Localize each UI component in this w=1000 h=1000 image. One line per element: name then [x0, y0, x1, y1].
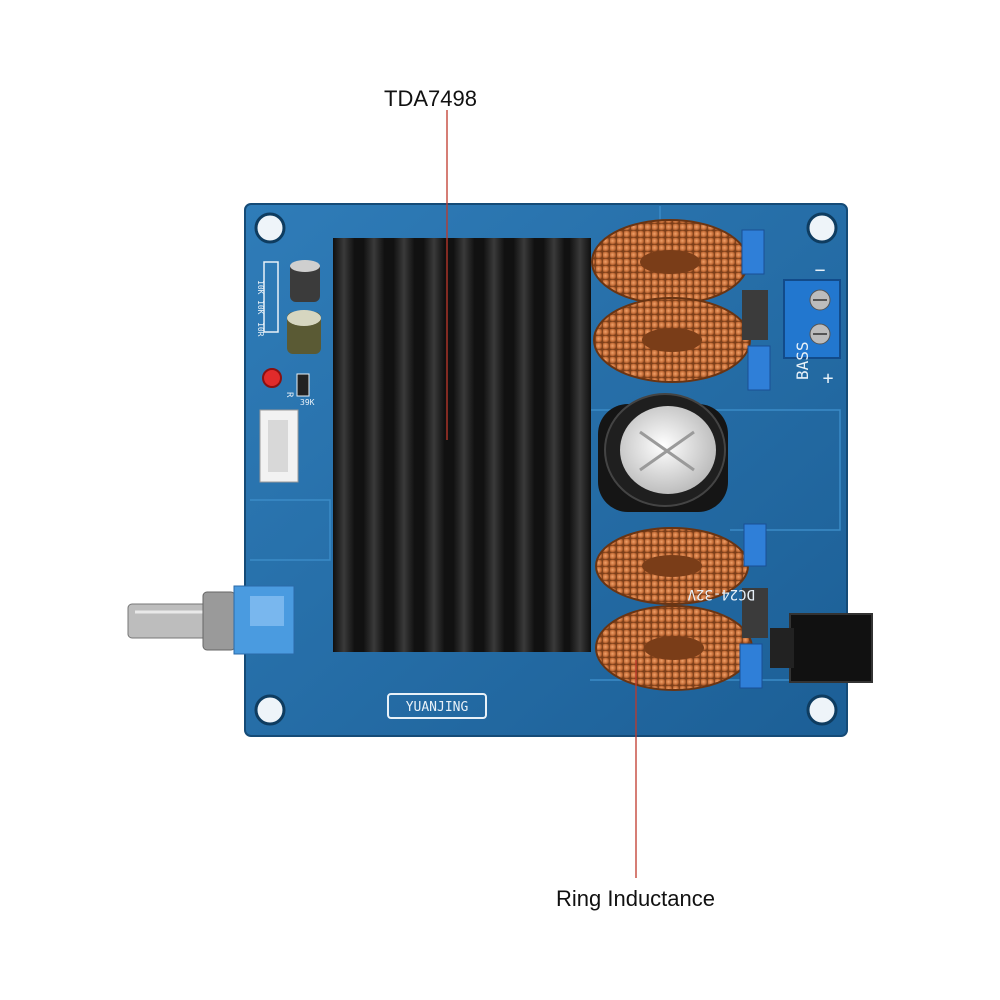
- tda7498-callout-label: TDA7498: [384, 86, 477, 111]
- resistor-silkscreen: 10K 10K 10R: [256, 261, 279, 337]
- r-value-2: 10K: [256, 300, 265, 315]
- brand-label: YUANJING: [406, 700, 469, 715]
- film-capacitors: [739, 229, 771, 689]
- r39k-label: 39K: [300, 398, 315, 407]
- dc-power-jack: [770, 613, 873, 683]
- ring-inductor-2: [593, 297, 751, 383]
- ring-inductor-1: [591, 219, 749, 305]
- power-label: DC24-32V: [687, 586, 755, 602]
- bass-label: BASS: [793, 341, 812, 380]
- ring-inductor-4: [595, 605, 753, 691]
- volume-potentiometer: [127, 585, 295, 655]
- red-led: R 39K: [262, 368, 315, 407]
- ring-inductor-3: [595, 527, 749, 605]
- mounting-holes: [254, 212, 838, 726]
- white-connector: [259, 409, 299, 483]
- ring-inductance-callout-label: Ring Inductance: [556, 886, 715, 911]
- heatsink: [333, 238, 591, 652]
- plus-sign: +: [823, 368, 834, 389]
- brand-logo-box: YUANJING: [387, 693, 487, 719]
- ring-inductors: [591, 219, 753, 691]
- electrolytic-capacitor: [598, 393, 728, 512]
- r-value-3: 10R: [256, 322, 265, 337]
- r-value-1: 10K: [256, 280, 265, 295]
- led-label: R: [284, 392, 294, 398]
- small-capacitors: [287, 260, 321, 354]
- speaker-terminal: [783, 279, 841, 359]
- minus-sign: −: [815, 260, 826, 281]
